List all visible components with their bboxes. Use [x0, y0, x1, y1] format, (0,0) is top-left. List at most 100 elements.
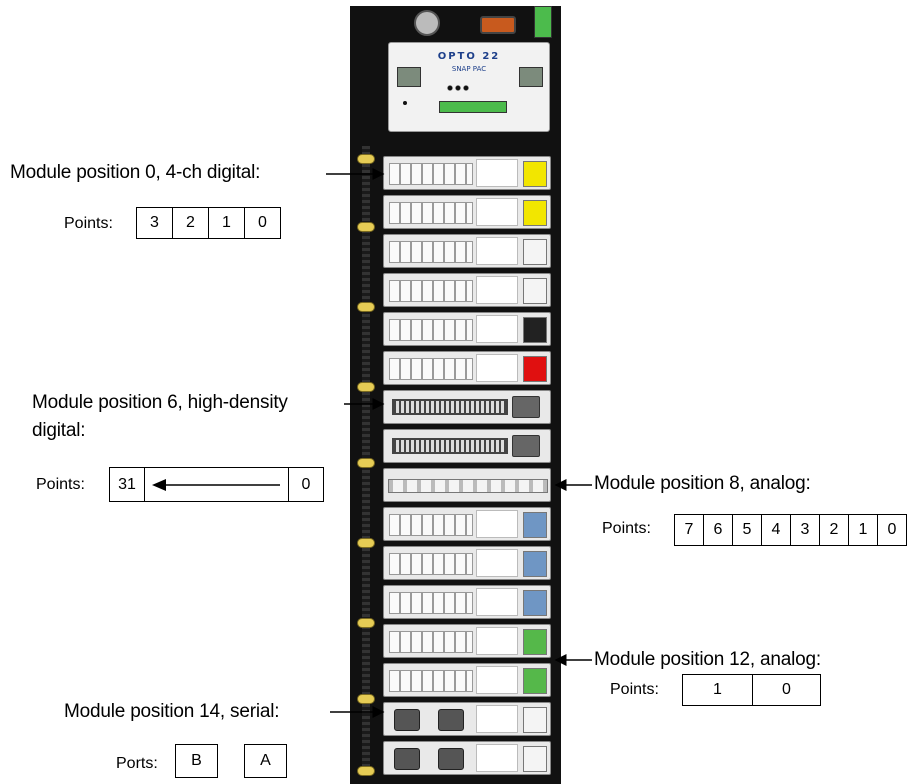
point-cell: 5 [732, 514, 762, 546]
color-cap-blue [523, 551, 547, 577]
color-cap-blue [523, 512, 547, 538]
mount-knob [357, 766, 375, 776]
color-cap-green [523, 668, 547, 694]
point-cell-first: 31 [109, 467, 145, 502]
mount-knob [357, 694, 375, 704]
module-slot-13 [383, 663, 551, 697]
module-12-label: Module position 12, analog: [594, 649, 821, 670]
mount-knob [357, 618, 375, 628]
point-cell: 4 [761, 514, 791, 546]
module-14-label: Module position 14, serial: [64, 701, 280, 722]
label-area [476, 354, 518, 382]
point-cell: 7 [674, 514, 704, 546]
terminal-strip [389, 358, 473, 380]
module-slot-8 [383, 468, 551, 502]
label-area [476, 510, 518, 538]
point-cell: 3 [790, 514, 820, 546]
port-cell-a: A [244, 744, 287, 778]
terminal-strip [389, 670, 473, 692]
module-slot-7 [383, 429, 551, 463]
label-area [476, 744, 518, 772]
module-slot-6 [383, 390, 551, 424]
ethernet-port-2 [519, 67, 543, 87]
point-cell: 1 [682, 674, 753, 706]
label-area [476, 627, 518, 655]
point-cell: 1 [208, 207, 245, 239]
module-8-label: Module position 8, analog: [594, 473, 811, 494]
serial-port-a [438, 748, 464, 770]
point-cell: 6 [703, 514, 733, 546]
point-range [144, 467, 289, 502]
module-6-label-line1: Module position 6, high-density [32, 392, 288, 413]
module-slot-5 [383, 351, 551, 385]
analog-terminal-strip [388, 479, 548, 493]
reset-dot [403, 101, 407, 105]
module-6-points-label: Points: [36, 476, 85, 493]
brand-label: OPTO 22 [437, 51, 501, 62]
module-12-points-label: Points: [610, 681, 659, 698]
label-area [476, 549, 518, 577]
io-terminal-block [439, 101, 507, 113]
mount-knob [357, 538, 375, 548]
serial-port-a [438, 709, 464, 731]
module-0-label: Module position 0, 4-ch digital: [10, 162, 261, 183]
fuse [480, 16, 516, 34]
label-area [476, 276, 518, 304]
color-cap-blue [523, 590, 547, 616]
color-cap-red [523, 356, 547, 382]
color-cap-yellow [523, 200, 547, 226]
point-cell: 2 [172, 207, 209, 239]
status-leds [447, 85, 471, 91]
mount-knob [357, 302, 375, 312]
label-area [476, 705, 518, 733]
terminal-strip [389, 514, 473, 536]
snap-pac-brain: OPTO 22 SNAP PAC [388, 42, 550, 132]
snap-pac-rack: OPTO 22 SNAP PAC [350, 6, 561, 784]
mount-knob [357, 382, 375, 392]
serial-port-b [394, 709, 420, 731]
color-cap-green [523, 629, 547, 655]
connector-latch [512, 435, 540, 457]
mount-knob [357, 222, 375, 232]
label-area [476, 666, 518, 694]
point-cell: 1 [848, 514, 878, 546]
color-cap-white [523, 278, 547, 304]
label-area [476, 588, 518, 616]
power-led [414, 10, 440, 36]
terminal-strip [389, 202, 473, 224]
ethernet-port-1 [397, 67, 421, 87]
color-cap-black [523, 317, 547, 343]
module-slot-3 [383, 273, 551, 307]
port-cell-b: B [175, 744, 218, 778]
color-cap-white [523, 746, 547, 772]
module-slot-15 [383, 741, 551, 775]
label-area [476, 237, 518, 265]
terminal-strip [389, 163, 473, 185]
terminal-strip [389, 280, 473, 302]
point-cell: 0 [244, 207, 281, 239]
module-slot-1 [383, 195, 551, 229]
module-slot-4 [383, 312, 551, 346]
point-cell: 2 [819, 514, 849, 546]
model-label: SNAP PAC [451, 65, 487, 73]
label-area [476, 315, 518, 343]
module-slot-12 [383, 624, 551, 658]
high-density-connector [392, 399, 508, 415]
terminal-strip [389, 553, 473, 575]
range-arrow [151, 478, 280, 491]
module-6-label-line2: digital: [32, 420, 86, 441]
module-8-points-label: Points: [602, 520, 651, 537]
high-density-connector [392, 438, 508, 454]
terminal-strip [389, 631, 473, 653]
terminal-strip [389, 319, 473, 341]
terminal-strip [389, 592, 473, 614]
power-terminal [534, 6, 552, 38]
mount-knob [357, 154, 375, 164]
point-cell: 0 [877, 514, 907, 546]
module-slot-14 [383, 702, 551, 736]
point-cell: 0 [752, 674, 821, 706]
terminal-strip [389, 241, 473, 263]
color-cap-white [523, 239, 547, 265]
label-area [476, 159, 518, 187]
